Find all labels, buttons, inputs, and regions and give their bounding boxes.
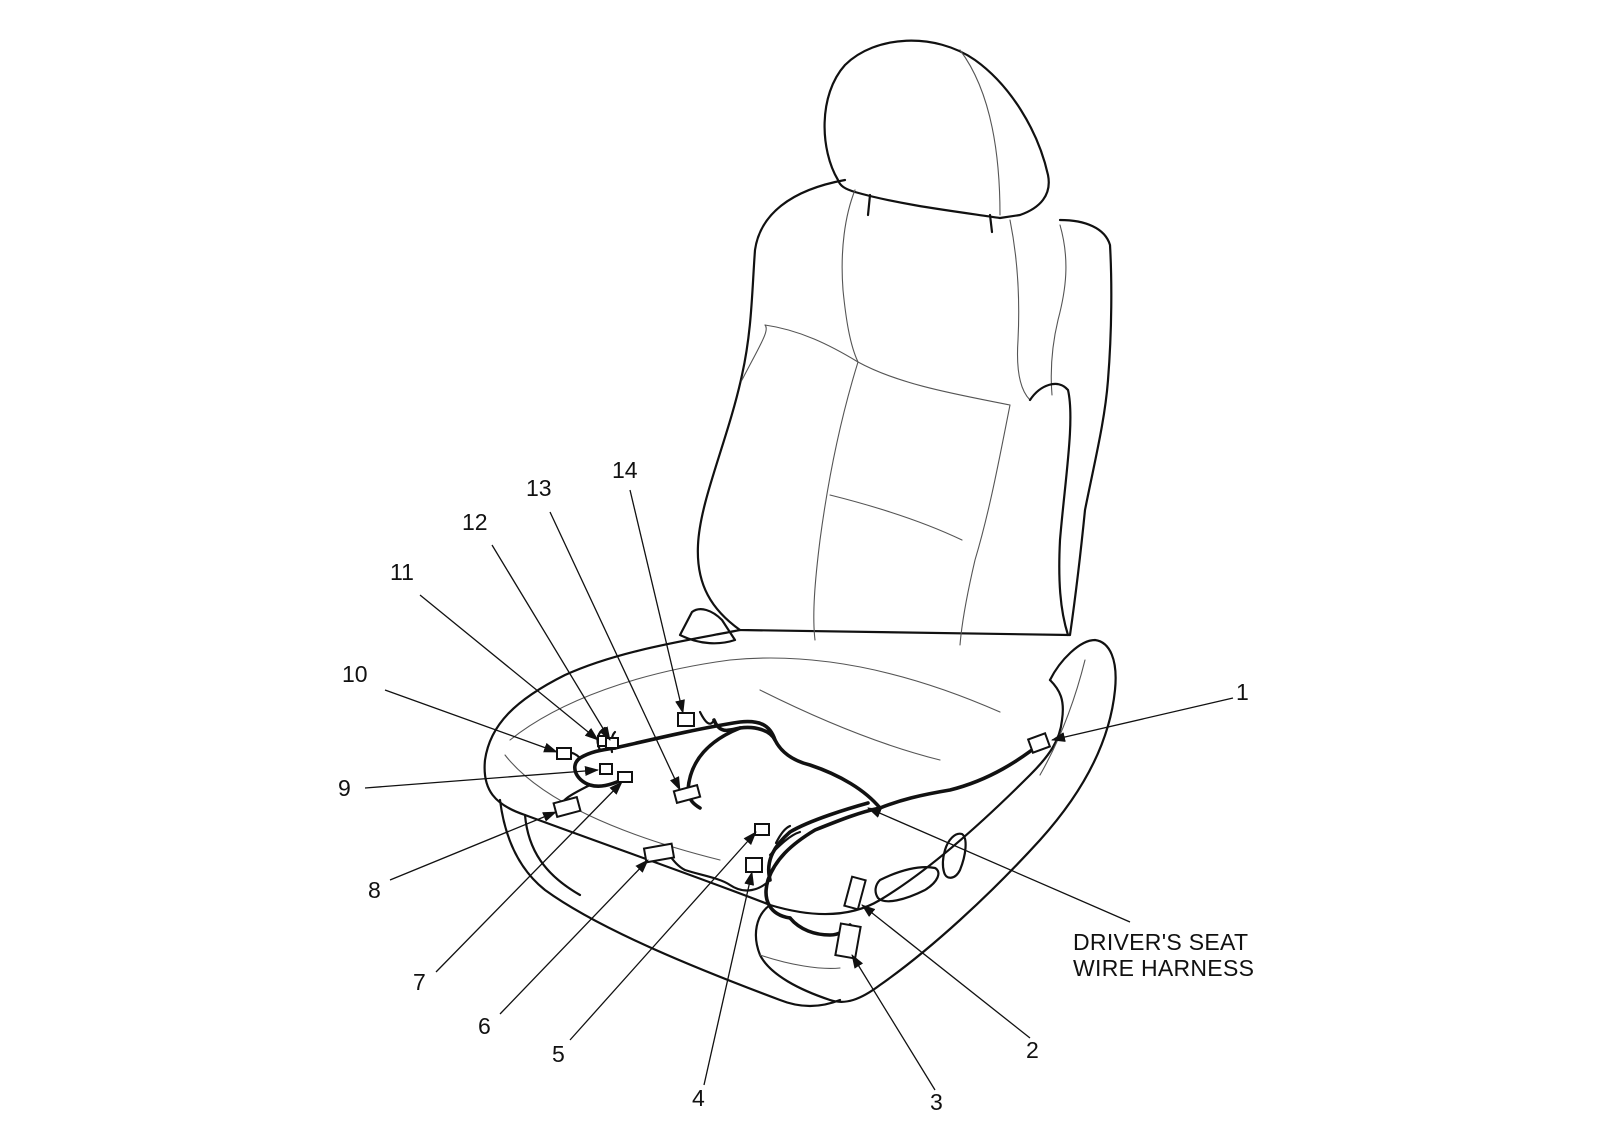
callout-labels: 1 2 3 4 5 6 7 8 9 10 11 12 13 14 (338, 457, 1249, 1115)
connector-2 (843, 875, 867, 911)
leader-3 (851, 954, 936, 1091)
leader-13 (549, 511, 681, 791)
callout-11: 11 (390, 559, 414, 585)
leader-lines (364, 489, 1234, 1091)
leader-10 (384, 689, 558, 753)
connector-8 (552, 795, 582, 819)
leader-9 (364, 766, 599, 789)
connector-7 (617, 771, 633, 783)
callout-10: 10 (342, 661, 368, 687)
side-trim (754, 638, 1117, 1003)
connector-9 (599, 763, 613, 775)
connector-1 (1026, 732, 1052, 754)
leader-harness (867, 807, 1131, 923)
leader-4 (703, 871, 755, 1086)
callout-14: 14 (612, 457, 638, 483)
belt-buckle (678, 608, 737, 645)
leader-5 (569, 831, 757, 1041)
callout-1: 1 (1236, 679, 1249, 705)
connector-5 (754, 823, 770, 836)
callout-9: 9 (338, 775, 351, 801)
leader-12 (491, 544, 611, 741)
callout-12: 12 (462, 509, 488, 535)
connector-13 (672, 783, 702, 805)
wire-harness (556, 710, 1047, 937)
headrest (823, 39, 1050, 220)
callout-3: 3 (930, 1089, 943, 1115)
callout-2: 2 (1026, 1037, 1039, 1063)
leader-11 (419, 594, 599, 741)
callout-8: 8 (368, 877, 381, 903)
callout-6: 6 (478, 1013, 491, 1039)
connector-12 (605, 737, 619, 749)
connector-4 (745, 857, 763, 873)
connector-6 (642, 842, 676, 864)
leader-2 (861, 904, 1031, 1039)
connector-3 (834, 922, 862, 960)
caption-line-2: WIRE HARNESS (1073, 955, 1254, 981)
callout-13: 13 (526, 475, 552, 501)
seat-cushion (483, 628, 1064, 916)
leader-1 (1051, 697, 1234, 742)
leader-6 (499, 859, 649, 1015)
harness-caption: DRIVER'S SEAT WIRE HARNESS (1073, 929, 1254, 981)
callout-4: 4 (692, 1085, 705, 1111)
caption-line-1: DRIVER'S SEAT (1073, 929, 1248, 955)
callout-7: 7 (413, 969, 426, 995)
leader-14 (629, 489, 685, 714)
seat-illustration (483, 39, 1117, 1008)
leader-7 (435, 781, 623, 973)
connectors (552, 712, 1052, 960)
seat-switch (874, 866, 940, 903)
connector-14 (677, 712, 695, 727)
recline-switch (941, 832, 967, 879)
seat-back (696, 178, 1113, 637)
callout-5: 5 (552, 1041, 565, 1067)
leader-8 (389, 811, 557, 881)
connector-10 (556, 747, 572, 760)
